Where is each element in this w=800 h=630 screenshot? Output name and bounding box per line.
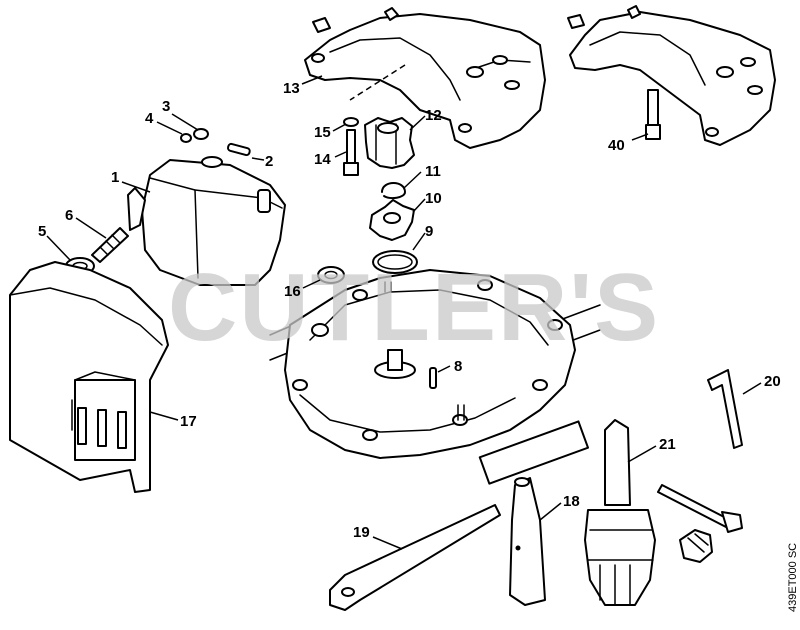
- part-label-3: 3: [162, 98, 170, 115]
- mandrel-18: [509, 477, 546, 606]
- shroud-17: [9, 261, 169, 493]
- washer-16: [317, 266, 345, 284]
- drawing-code: 439ET000 SC: [787, 543, 799, 612]
- part-label-12: 12: [425, 107, 442, 124]
- part-label-19: 19: [353, 524, 370, 541]
- part-label-8: 8: [454, 358, 462, 375]
- ring-9: [372, 250, 418, 274]
- allen-key-20: [707, 369, 743, 449]
- part-label-18: 18: [563, 493, 580, 510]
- washer-15: [343, 117, 359, 127]
- part-label-9: 9: [425, 223, 433, 240]
- part-label-10: 10: [425, 190, 442, 207]
- part-label-16: 16: [284, 283, 301, 300]
- part-label-15: 15: [314, 124, 331, 141]
- spark-plug-6: [91, 227, 129, 263]
- muffler-1: [127, 156, 286, 286]
- bolt-40: [645, 89, 661, 140]
- part-label-6: 6: [65, 207, 73, 224]
- bolt-14: [343, 129, 359, 176]
- part-labels: 1 2 3 4 5 6 8 9 10 11 12 13 14 15 16 17 …: [38, 80, 781, 541]
- gear-12: [364, 117, 415, 169]
- part-label-1: 1: [111, 169, 119, 186]
- drill-chuck-21: [584, 419, 656, 606]
- snap-ring-11: [381, 182, 406, 200]
- washer-3: [193, 128, 209, 140]
- part-label-2: 2: [265, 153, 273, 170]
- leader-lines: [46, 75, 762, 550]
- spanner-19: [329, 504, 501, 611]
- manifold-cover-13: [304, 7, 546, 149]
- part-label-5: 5: [38, 223, 46, 240]
- part-label-4: 4: [145, 110, 154, 127]
- pin-8: [429, 367, 437, 389]
- part-label-20: 20: [764, 373, 781, 390]
- gearbox-housing: [269, 269, 601, 485]
- chuck-key: [657, 484, 743, 563]
- part-label-21: 21: [659, 436, 676, 453]
- part-label-17: 17: [180, 413, 197, 430]
- part-label-14: 14: [314, 151, 331, 168]
- part-label-13: 13: [283, 80, 300, 97]
- cover-plate-right: [567, 5, 776, 146]
- screw-4: [180, 133, 192, 143]
- alignment-line: [349, 64, 406, 101]
- pin-2: [227, 142, 251, 157]
- star-gear-10: [369, 199, 415, 241]
- part-label-40: 40: [608, 137, 625, 154]
- part-label-11: 11: [425, 163, 441, 180]
- watermark-text: CUTLER'S: [168, 254, 660, 361]
